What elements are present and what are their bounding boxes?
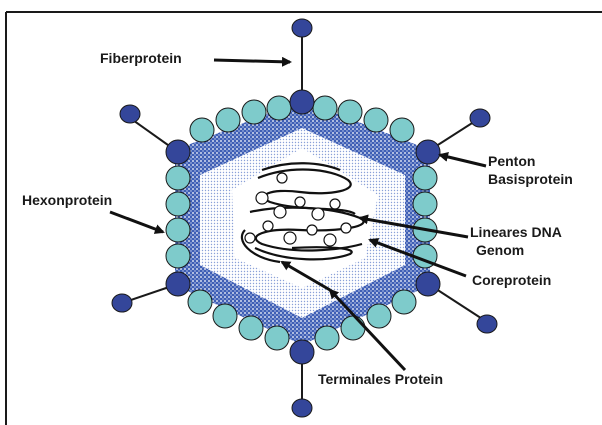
label-fiberprotein: Fiberprotein xyxy=(100,50,182,66)
label-dna-line1: Lineares DNA xyxy=(470,224,562,240)
label-hexonprotein: Hexonprotein xyxy=(22,192,112,208)
label-penton-line2: Basisprotein xyxy=(488,171,573,187)
label-dna-line2: Genom xyxy=(476,242,524,258)
hexon-arrow xyxy=(110,212,163,232)
fiber-arrow xyxy=(214,60,290,62)
penton-arrow xyxy=(440,155,486,166)
label-terminales-protein: Terminales Protein xyxy=(318,371,443,387)
label-penton-line1: Penton xyxy=(488,153,535,169)
label-coreprotein: Coreprotein xyxy=(472,272,551,288)
